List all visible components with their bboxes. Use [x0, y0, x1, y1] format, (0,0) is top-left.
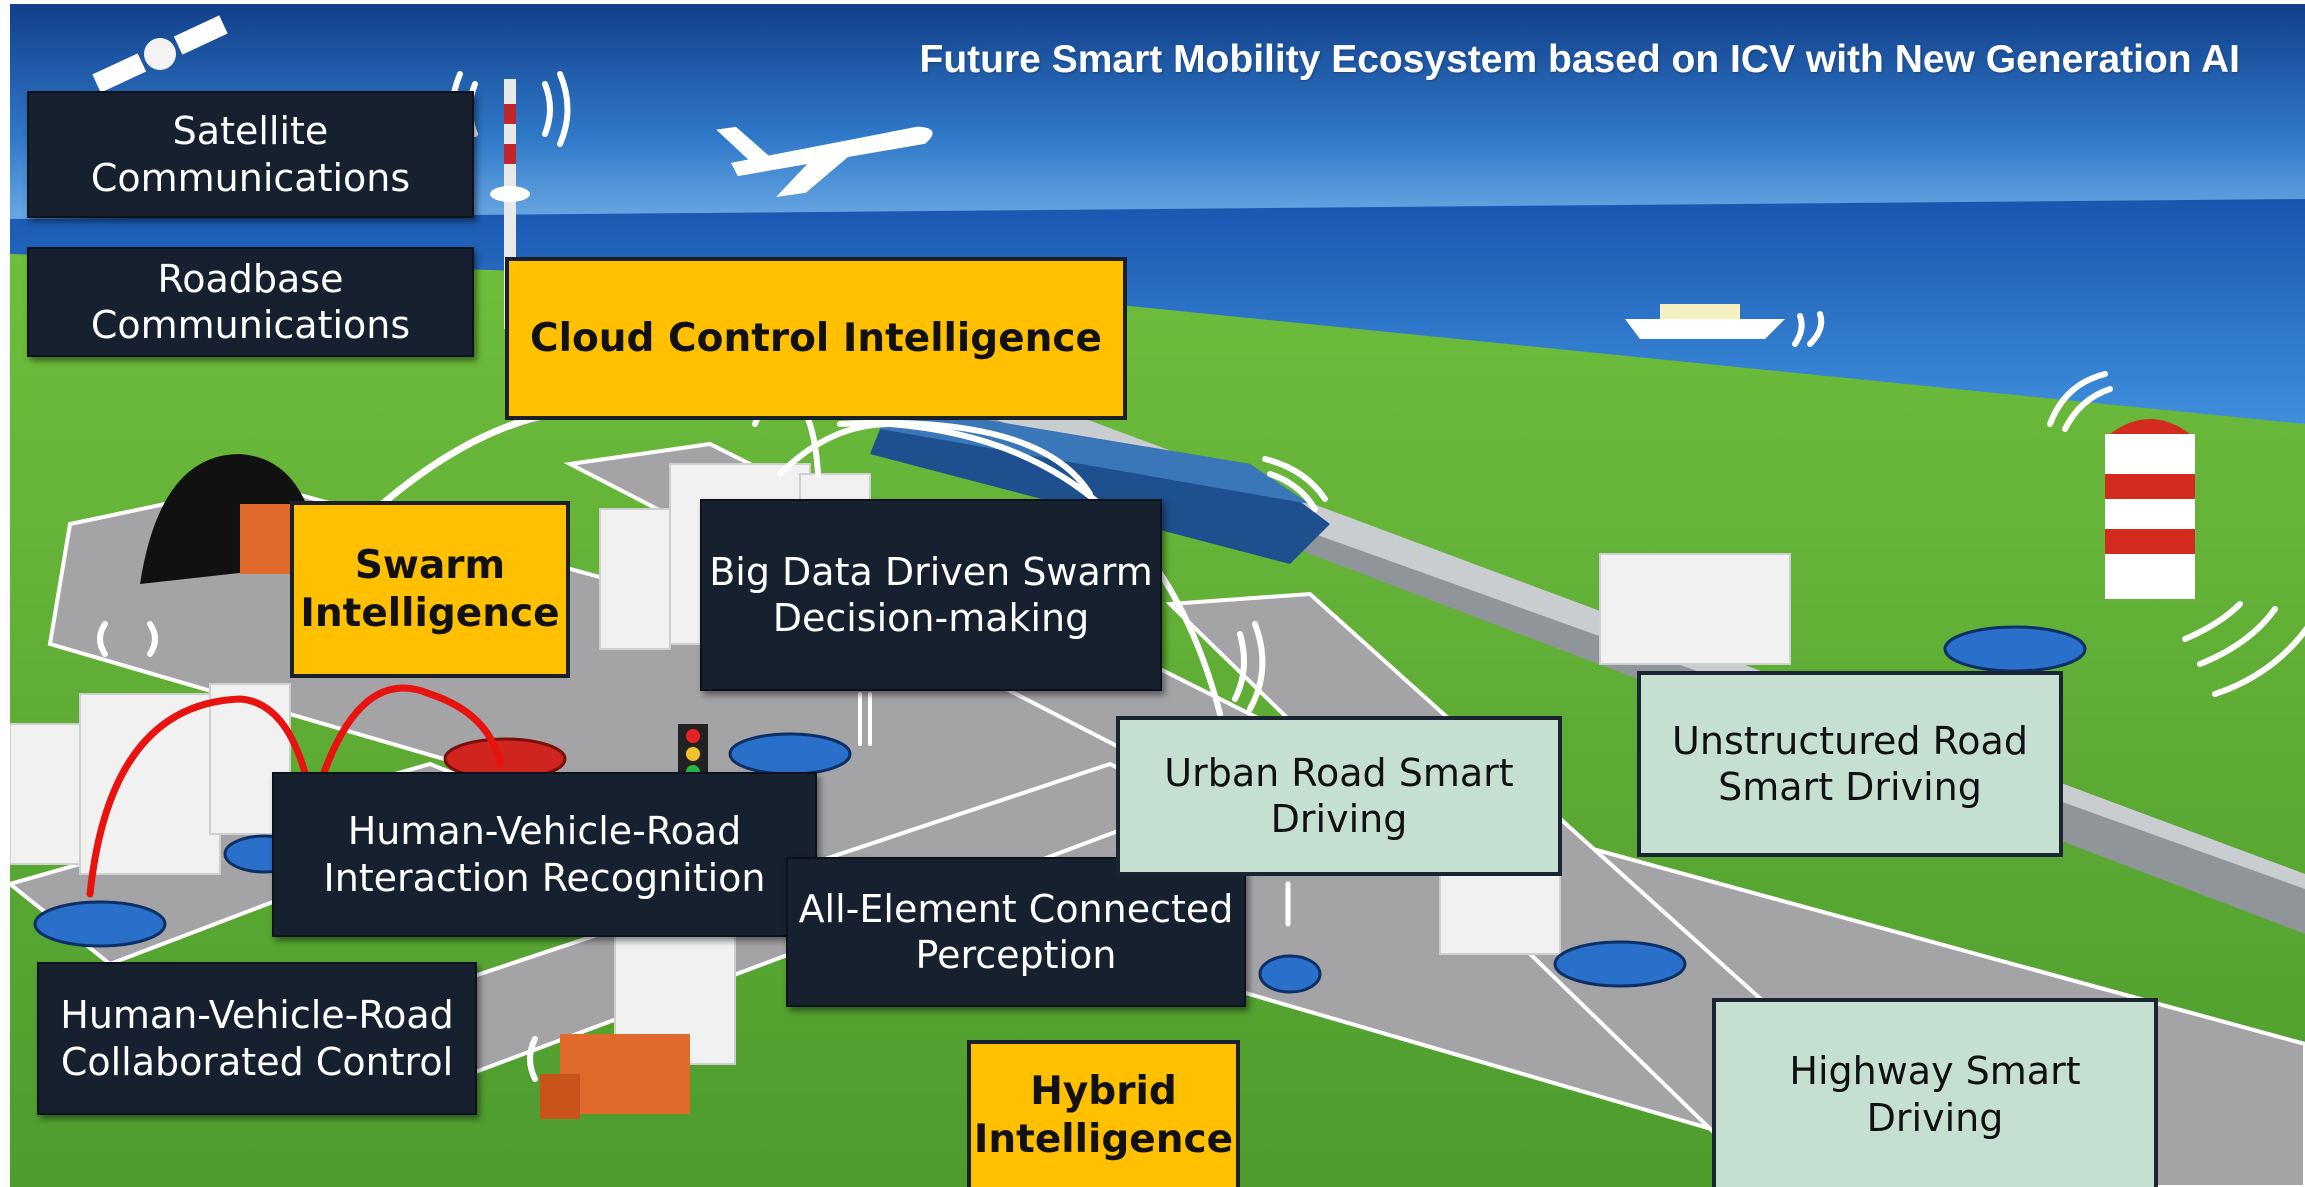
cloud-control-intelligence-label: Cloud Control Intelligence: [505, 257, 1127, 420]
satellite-icon: [92, 15, 228, 93]
ship-icon: [1625, 304, 1785, 339]
urban-road-smart-driving-label: Urban Road Smart Driving: [1116, 716, 1562, 876]
satellite-communications-label: Satellite Communications: [27, 91, 474, 218]
swarm-intelligence-label: Swarm Intelligence: [290, 501, 570, 678]
roadbase-communications-label: Roadbase Communications: [27, 247, 474, 357]
unstructured-road-smart-driving-label: Unstructured Road Smart Driving: [1637, 671, 2063, 857]
mobility-scene: Future Smart Mobility Ecosystem based on…: [10, 4, 2305, 1187]
hvr-interaction-recognition-label: Human-Vehicle-Road Interaction Recogniti…: [272, 772, 817, 937]
all-element-perception-label: All-Element Connected Perception: [786, 857, 1246, 1007]
hvr-collaborated-control-label: Human-Vehicle-Road Collaborated Control: [37, 962, 477, 1115]
airplane-icon: [716, 126, 933, 197]
diagram-title: Future Smart Mobility Ecosystem based on…: [919, 38, 2240, 81]
highway-smart-driving-label: Highway Smart Driving: [1712, 998, 2158, 1187]
big-data-swarm-decision-label: Big Data Driven Swarm Decision-making: [700, 499, 1162, 691]
lighthouse-icon: [2105, 419, 2195, 599]
hybrid-intelligence-label: Hybrid Intelligence: [967, 1040, 1240, 1187]
